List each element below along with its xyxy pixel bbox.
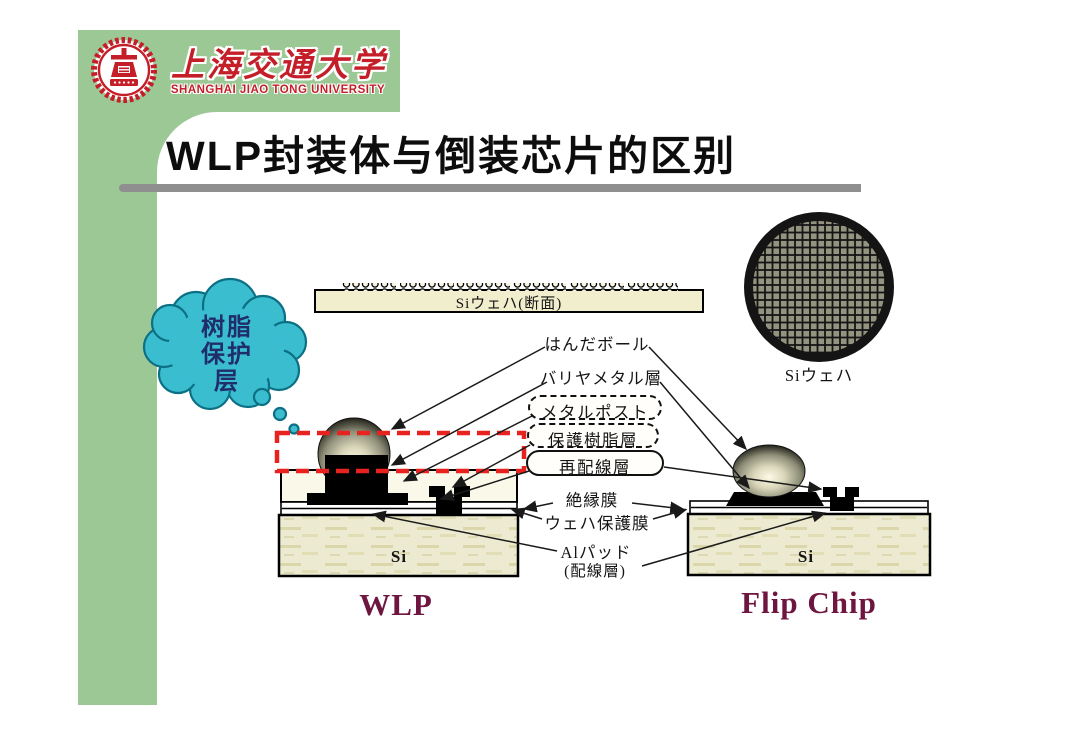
wafer-cross-section [314, 283, 704, 313]
callout-solder-ball: はんだボール [544, 335, 650, 354]
left-sidebar-strip [78, 30, 157, 705]
solder-bumps-row [342, 283, 396, 291]
callout-protective-resin-layer: 保護樹脂層 [527, 423, 659, 450]
wlp-metal-post [325, 455, 388, 498]
flip-chip-structure [686, 444, 932, 577]
callout-redistribution-layer: 再配線層 [526, 450, 664, 477]
wlp-caption: WLP [359, 587, 433, 622]
slide-title: WLP封装体与倒装芯片的区别 [166, 133, 737, 179]
wafer-crosssection-label: Siウェハ(断面) [455, 296, 563, 312]
cloud-line-1: 树脂 [201, 314, 253, 341]
callout-al-pad: Alパッド [560, 543, 632, 562]
callout-lines [371, 346, 827, 567]
callout-barrier-metal-layer: バリヤメタル層 [539, 369, 663, 388]
wafer-topview-label: Siウェハ [784, 366, 854, 385]
cloud-annotation: 树脂 保护 层 [176, 314, 278, 396]
wlp-structure [277, 417, 520, 578]
fc-solder-ball [732, 444, 806, 498]
cloud-line-2: 保护 [201, 340, 253, 368]
cloud-line-3: 层 [214, 367, 240, 395]
wlp-si-substrate-label: Si [390, 547, 408, 566]
flip-chip-caption: Flip Chip [741, 585, 877, 620]
callout-insulating-film: 絶縁膜 [565, 491, 619, 510]
university-name-en: SHANGHAI JIAO TONG UNIVERSITY [170, 84, 386, 96]
thought-cloud-shape [142, 277, 308, 435]
thought-trail-bubble [252, 387, 272, 407]
wafer-top-view [744, 212, 894, 362]
callout-wafer-protective-film: ウェハ保護膜 [544, 514, 650, 533]
university-name-cn: 上海交通大学 [171, 48, 387, 84]
university-gear-logo-icon [91, 37, 157, 103]
callout-al-pad-wiring: (配線層) [564, 563, 626, 580]
resin-layer-highlight-box [274, 430, 527, 474]
fc-si-substrate-label: Si [797, 547, 815, 566]
title-divider [119, 184, 861, 192]
callout-metal-post: メタルポスト [528, 395, 662, 422]
